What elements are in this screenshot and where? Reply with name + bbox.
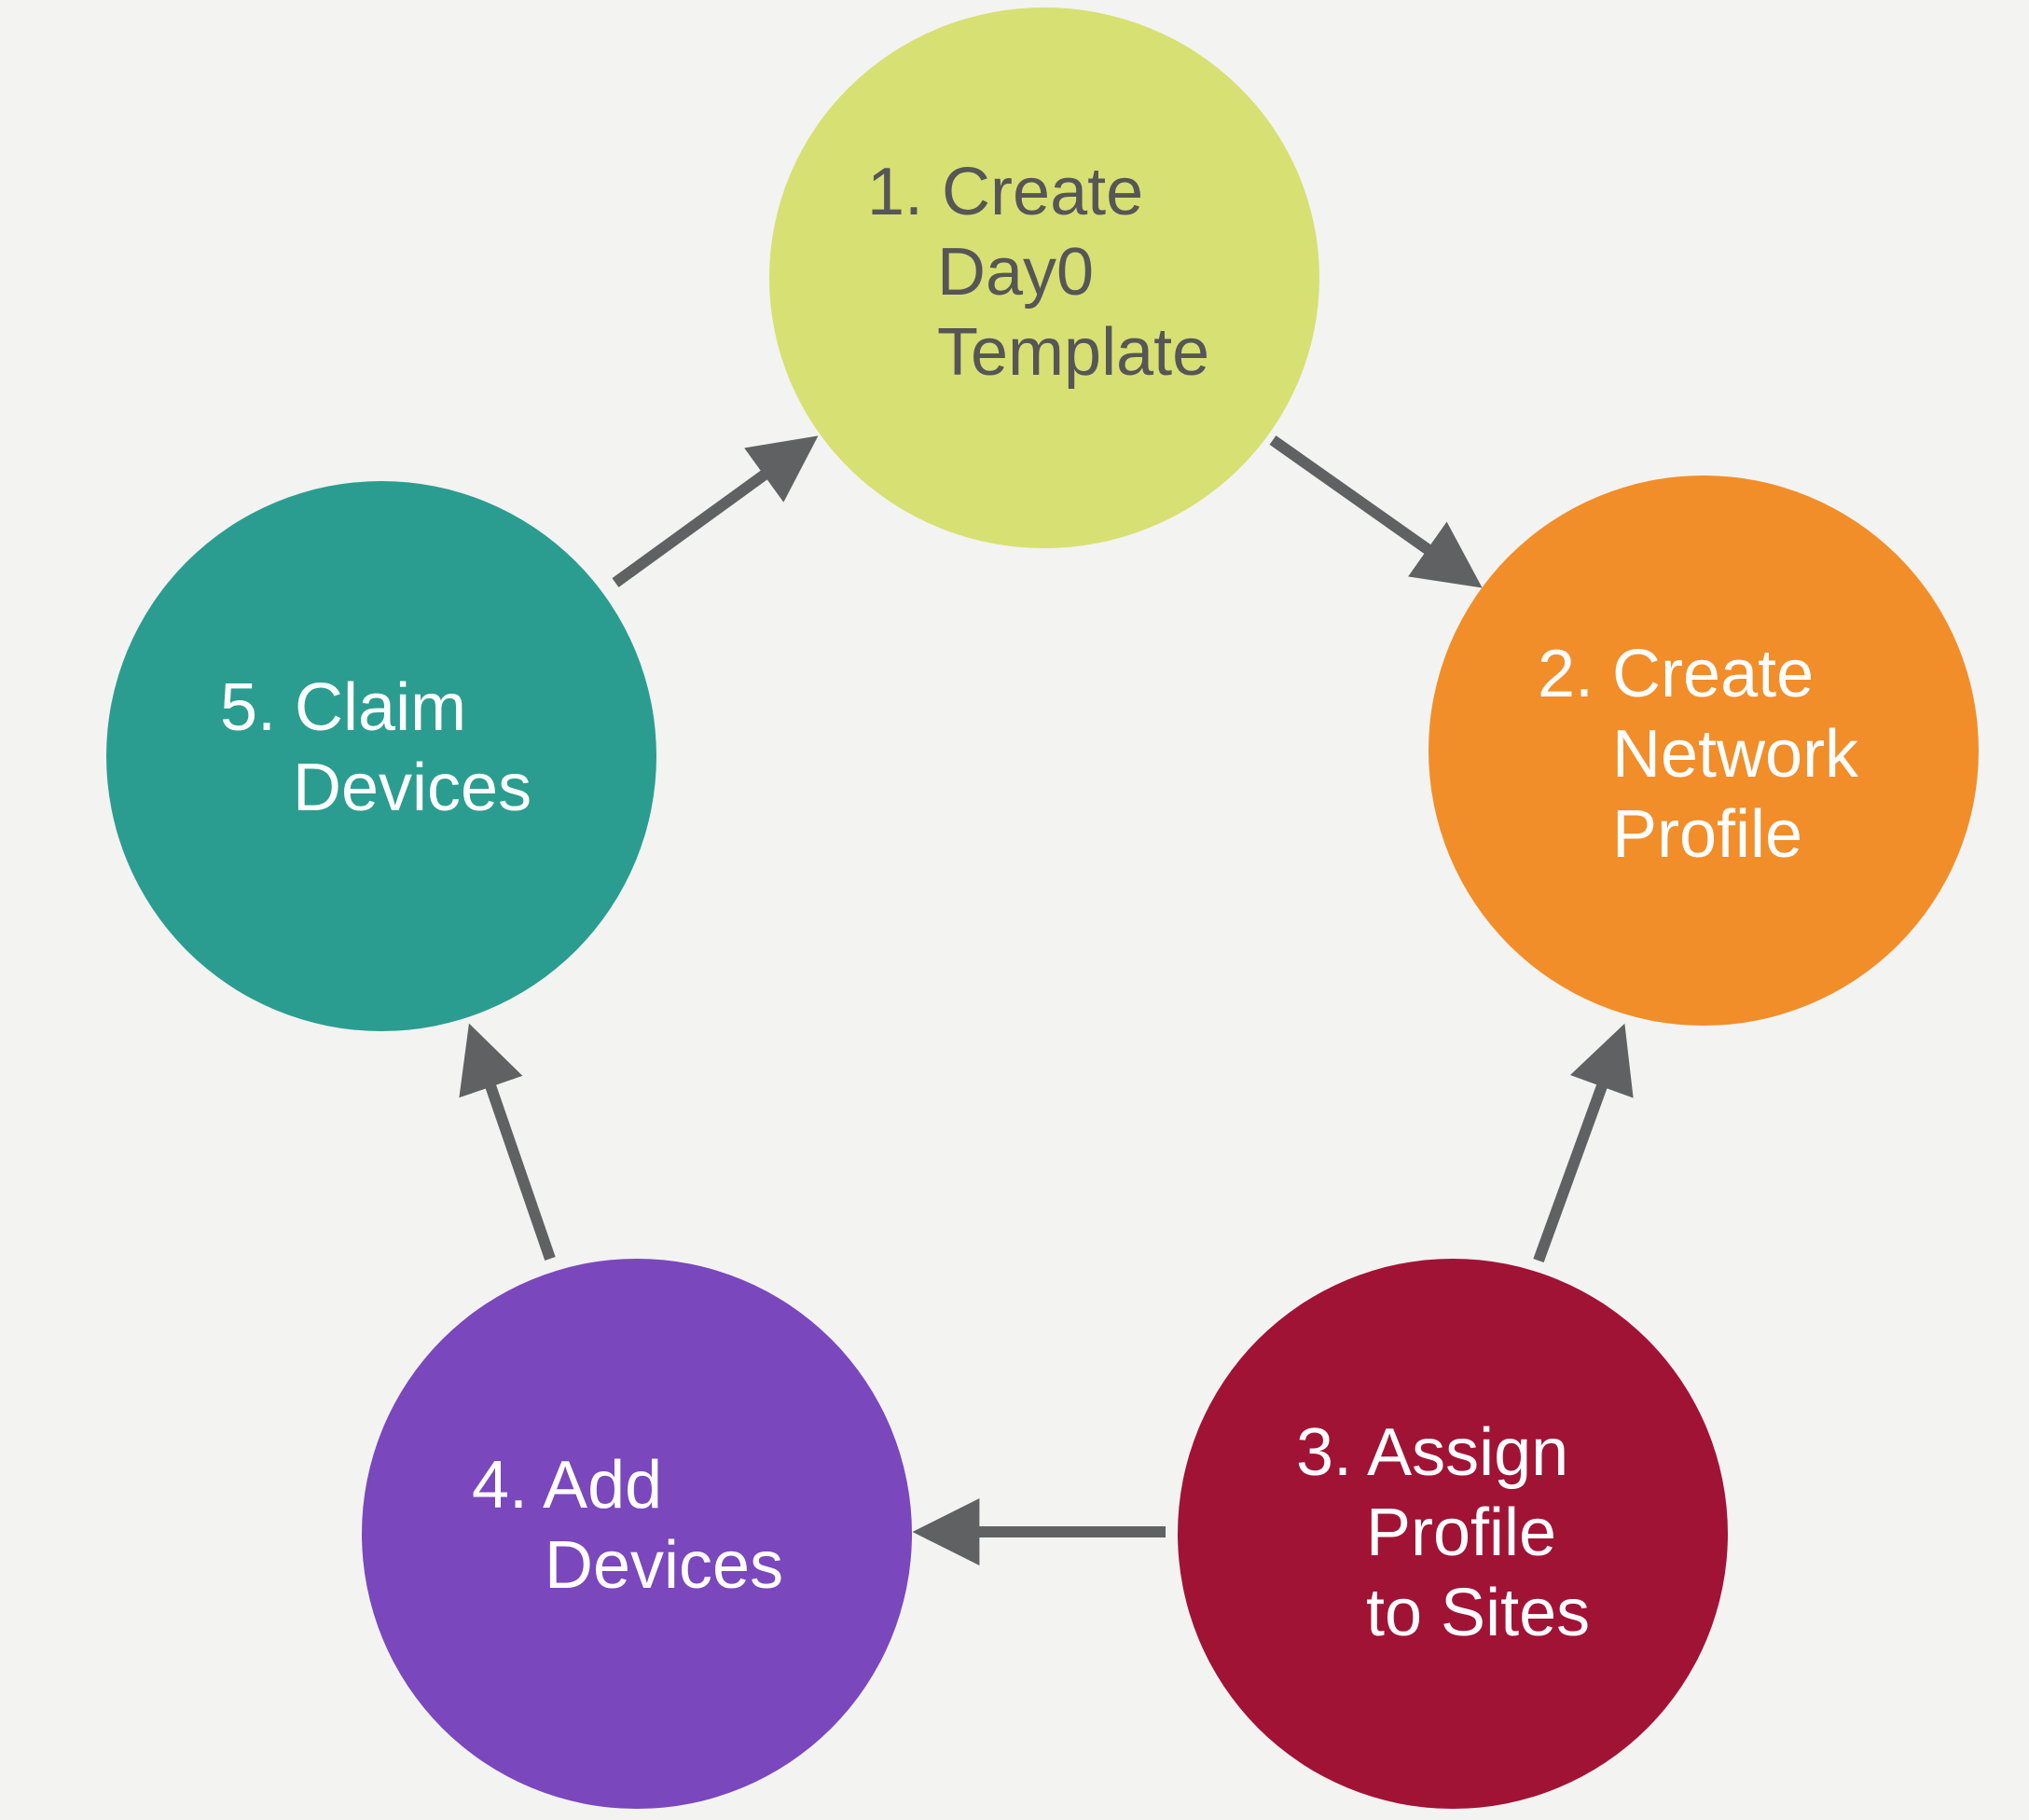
- step-2-line-3: Profile: [1612, 797, 1803, 872]
- step-2-node: 2. Create Network Profile: [1429, 476, 1979, 1026]
- step-5-line-1: 5. Claim: [220, 670, 467, 745]
- step-5-line-2: Devices: [293, 751, 532, 825]
- step-1-line-3: Template: [937, 315, 1210, 390]
- arrow-step4-to-step5: [459, 1023, 556, 1261]
- step-2-line-1: 2. Create: [1538, 637, 1815, 711]
- step-4-line-2: Devices: [545, 1528, 784, 1603]
- step-5-label: 5. Claim Devices: [220, 668, 531, 828]
- step-1-line-1: 1. Create: [867, 155, 1144, 229]
- step-3-label: 3. Assign Profile to Sites: [1296, 1413, 1590, 1653]
- step-1-line-2: Day0: [937, 235, 1095, 310]
- step-2-label: 2. Create Network Profile: [1538, 634, 1858, 875]
- arrow-step3-to-step2: [1533, 1023, 1634, 1263]
- step-1-label: 1. Create Day0 Template: [867, 152, 1209, 393]
- step-1-node: 1. Create Day0 Template: [769, 7, 1319, 548]
- step-3-node: 3. Assign Profile to Sites: [1178, 1259, 1728, 1809]
- step-3-line-1: 3. Assign: [1296, 1415, 1569, 1490]
- arrow-step1-to-step2: [1269, 435, 1483, 588]
- arrow-step5-to-step1: [612, 435, 819, 587]
- step-4-node: 4. Add Devices: [362, 1259, 912, 1809]
- step-4-line-1: 4. Add: [472, 1448, 663, 1523]
- step-4-label: 4. Add Devices: [472, 1445, 783, 1606]
- step-3-line-3: to Sites: [1366, 1576, 1591, 1650]
- step-2-line-2: Network: [1612, 717, 1859, 792]
- step-3-line-2: Profile: [1366, 1496, 1557, 1570]
- step-5-node: 5. Claim Devices: [106, 481, 656, 1031]
